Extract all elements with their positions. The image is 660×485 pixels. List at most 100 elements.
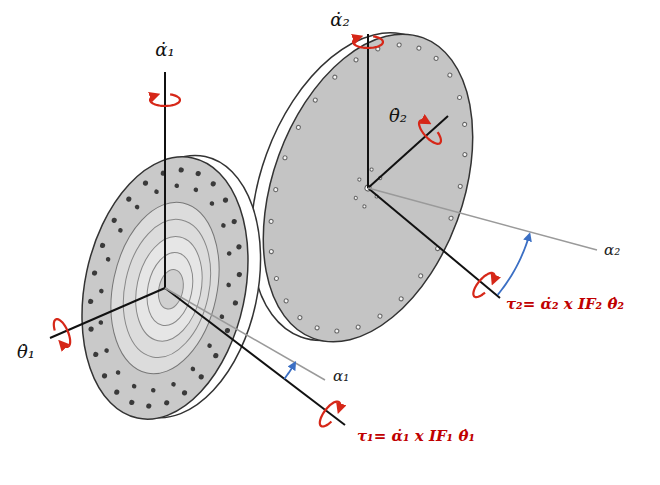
angle-label: α₂ — [604, 241, 620, 259]
angle-arcs — [284, 236, 529, 379]
bolt-hole — [101, 373, 107, 379]
bolt-hole — [236, 271, 242, 277]
bolt-hole — [313, 98, 318, 103]
bolt-hole — [88, 326, 94, 332]
bolt-hole — [332, 75, 337, 80]
hub-ring — [141, 248, 199, 330]
torque-label: τ₁= α̇₁ x IF₁ θ̇₁ — [357, 427, 475, 445]
bolt-hole — [462, 122, 467, 127]
rotation-arrow — [419, 120, 441, 144]
bolt-hole — [377, 314, 382, 319]
bolt-hole — [315, 325, 320, 330]
bolt-hole — [397, 42, 402, 47]
bolt-hole — [458, 184, 463, 189]
bolt-hole — [447, 73, 452, 78]
bolt-hole — [221, 223, 226, 228]
bolt-hole — [181, 390, 187, 396]
bolt-hole — [226, 251, 231, 256]
bolt-hole — [226, 282, 231, 287]
bolt-hole — [154, 189, 159, 194]
bolt-hole — [198, 374, 204, 380]
bolt-hole — [104, 348, 109, 353]
bolt-hole — [362, 204, 366, 208]
axis-line — [367, 34, 369, 188]
bolt-hole — [174, 183, 179, 188]
bolt-hole — [114, 389, 120, 395]
bolt-hole — [448, 216, 453, 221]
rotation-arrow — [320, 402, 340, 427]
bolt-hole — [353, 57, 358, 62]
rate-label: α̇₁ — [155, 39, 174, 61]
bolt-hole — [193, 187, 198, 192]
bolt-hole — [213, 353, 219, 359]
torque-label: τ₂= α̇₂ x IF₂ θ̇₂ — [506, 295, 624, 313]
hub-ring — [127, 230, 212, 347]
axis-line — [368, 116, 448, 188]
bolt-hole — [418, 273, 423, 278]
flywheel-disk — [59, 137, 283, 437]
bolt-hole — [105, 257, 110, 262]
bolt-hole — [118, 228, 123, 233]
bolt-hole — [111, 217, 117, 223]
bolt-hole — [207, 343, 212, 348]
angle-arc — [284, 364, 294, 379]
reference-line — [165, 288, 325, 380]
bolt-hole — [195, 170, 201, 176]
rate-label: θ̇₁ — [17, 341, 35, 363]
bolt-hole — [129, 399, 135, 405]
bolt-hole — [98, 320, 103, 325]
bolt-hole — [457, 95, 462, 100]
bolt-hole — [282, 155, 287, 160]
bolt-hole — [370, 168, 374, 172]
bolt-hole — [190, 366, 195, 371]
bolt-hole — [115, 370, 120, 375]
bolt-hole — [93, 351, 99, 357]
bolt-hole — [219, 314, 224, 319]
axis-line — [368, 188, 500, 298]
bolt-hole — [231, 218, 237, 224]
flywheel-disk — [212, 1, 512, 374]
angle-label: α₁ — [333, 367, 349, 385]
bolt-hole — [131, 383, 136, 388]
bolt-hole — [356, 325, 361, 330]
bolt-hole — [462, 152, 467, 157]
rotation-arrow — [150, 94, 180, 106]
axis-lines — [50, 34, 500, 425]
reference-line — [368, 188, 597, 250]
bolt-hole — [232, 300, 238, 306]
bolt-hole — [146, 403, 152, 409]
rotation-arrow — [54, 319, 70, 347]
bolt-hole — [357, 178, 361, 182]
bolt-hole — [269, 219, 274, 224]
bolt-hole — [134, 204, 139, 209]
rate-label: α̇₂ — [330, 9, 349, 31]
bolt-hole — [178, 167, 184, 173]
bolt-hole — [284, 298, 289, 303]
bolt-hole — [126, 196, 132, 202]
reference-lines — [165, 188, 597, 380]
bolt-hole — [210, 181, 216, 187]
bolt-hole — [274, 276, 279, 281]
bolt-hole — [416, 46, 421, 51]
bolt-hole — [222, 197, 228, 203]
rotation-arrow — [473, 273, 494, 297]
axis-line — [165, 288, 345, 425]
bolt-hole — [88, 298, 94, 304]
bolt-hole — [273, 187, 278, 192]
bolt-hole — [99, 288, 104, 293]
bolt-hole — [151, 388, 156, 393]
bolt-hole — [236, 244, 242, 250]
axis-line — [164, 72, 166, 288]
angle-arc — [498, 236, 529, 295]
bolt-hole — [209, 201, 214, 206]
bolt-hole — [91, 270, 97, 276]
bolt-hole — [434, 56, 439, 61]
bolt-hole — [334, 328, 339, 333]
bolt-hole — [399, 296, 404, 301]
bolt-hole — [142, 180, 148, 186]
rate-label: θ̇₂ — [389, 105, 407, 127]
bolt-hole — [269, 249, 274, 254]
bolt-hole — [99, 242, 105, 248]
